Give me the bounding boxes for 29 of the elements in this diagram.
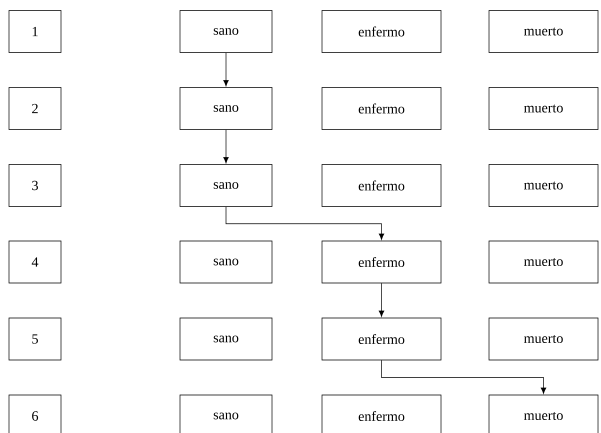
row-number-box: 4 [8,240,62,284]
state-box: enfermo [322,240,442,284]
state-box: muerto [488,394,598,433]
arrow [381,360,546,394]
state-box: enfermo [322,318,442,360]
row-number-box: 6 [8,394,62,433]
state-box: muerto [488,240,598,284]
arrow [223,130,229,164]
state-box: enfermo [322,394,442,433]
state-box: muerto [488,10,598,53]
state-box: sano [180,394,272,433]
state-box: sano [180,164,272,207]
state-box: sano [180,240,272,284]
row-number-box: 3 [8,164,62,207]
state-box: sano [180,318,272,360]
arrow [223,52,229,86]
row-number-box: 2 [8,87,62,130]
row-number-box: 5 [8,318,62,360]
state-box: muerto [488,87,598,130]
state-box: sano [180,87,272,130]
state-box: muerto [488,318,598,360]
row-number-box: 1 [8,10,62,53]
state-box: sano [180,10,272,53]
arrow [226,206,384,240]
state-box: enfermo [322,164,442,207]
state-box: muerto [488,164,598,207]
arrow [378,283,384,317]
state-box: enfermo [322,10,442,53]
state-box: enfermo [322,87,442,130]
